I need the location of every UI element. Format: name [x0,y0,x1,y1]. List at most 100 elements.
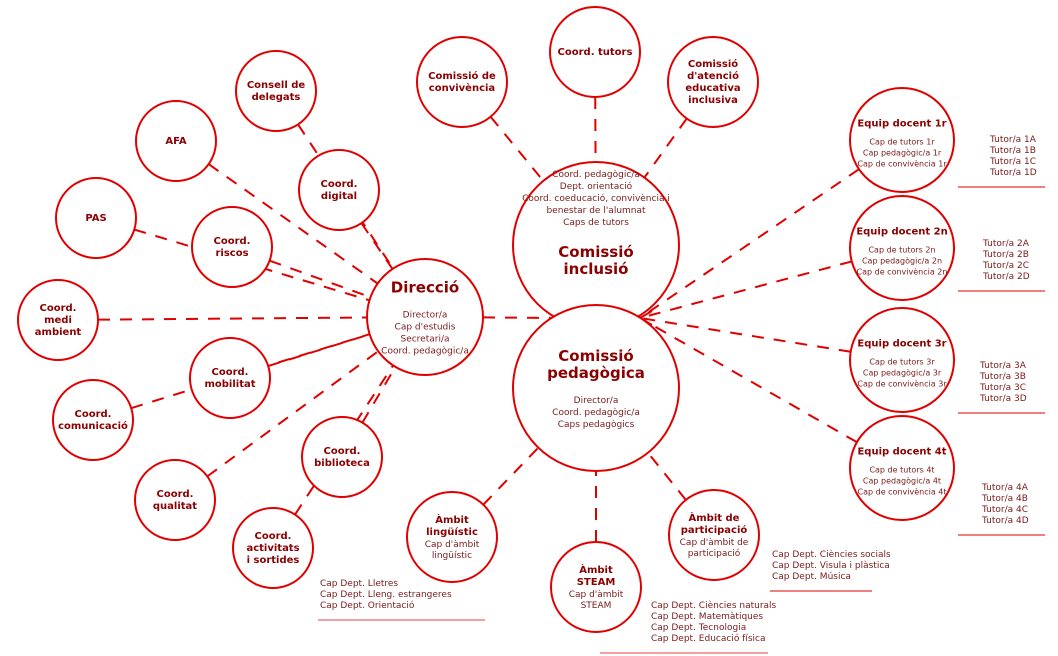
node-circle [298,149,380,231]
node-subtitle: Cap de tutors 3r [869,358,935,367]
node-subtitle: lingüístic [432,551,472,561]
node-subtitle: Cap de convivència 3r [857,379,947,389]
node-qualitat[interactable]: Coord.qualitat [134,459,216,541]
node-circle [52,379,134,461]
node-subtitle: benestar de l'alumnat [546,206,646,216]
node-title: i sortides [247,555,300,566]
node-biblioteca[interactable]: Coord.biblioteca [301,416,383,498]
node-circle [849,415,955,521]
node-title: digital [321,191,357,202]
node-comunicacio[interactable]: Coord.comunicació [52,379,134,461]
node-title: lingüístic [426,526,478,538]
node-title: Comissió [558,243,633,261]
node-circle [55,177,137,259]
list-item: Cap Dept. Orientació [320,600,415,611]
node-title: participació [681,524,748,536]
node-title: Coord. [324,446,361,457]
node-title: educativa [685,83,740,94]
node-subtitle: Cap de tutors 1r [869,138,935,147]
node-mobilitat[interactable]: Coord.mobilitat [189,337,271,419]
node-title: medi [44,315,72,326]
node-subtitle: Director/a [574,396,619,406]
node-subtitle: Director/a [403,311,448,321]
node-circle [191,206,273,288]
list-item: Cap Dept. Ciències socials [772,549,891,560]
list-item: Tutor/a 3D [979,394,1027,404]
node-subtitle: Coord. pedagògic/a [381,346,469,357]
node-pas[interactable]: PAS [55,177,137,259]
node-afa[interactable]: AFA [135,100,217,182]
node-digital[interactable]: Coord.digital [298,149,380,231]
node-title: activitats [246,543,299,554]
node-title: AFA [165,136,186,147]
node-riscos[interactable]: Coord.riscos [191,206,273,288]
node-circle [301,416,383,498]
node-title: ambient [35,327,82,338]
list-item: Tutor/a 1A [989,135,1037,145]
node-title: Comissió de [428,70,496,82]
node-subtitle: Secretari/a [400,335,449,345]
node-subtitle: Cap pedagògic/a 4t [863,476,941,486]
node-circle [135,100,217,182]
node-title: Àmbit [579,563,613,576]
node-tutors[interactable]: Coord. tutors [549,6,641,98]
node-title: pedagògica [547,364,645,382]
node-circle [668,489,760,581]
node-circle [235,50,317,132]
node-circle [849,195,955,301]
connector-linguistic-pedagogica [482,446,540,506]
node-circle [550,541,642,633]
connector-riscos-direccio [269,259,371,299]
list-item: Tutor/a 2B [982,250,1029,260]
list-item: Cap Dept. Matemàtiques [651,612,763,622]
node-subtitle: Caps pedagògics [558,419,635,430]
node-subtitle: participació [688,548,741,559]
node-subtitle: Cap de convivència 2n [857,267,948,277]
node-title: Coord. [214,236,251,247]
list-item: Cap Dept. Visula i plàstica [772,561,890,571]
connector-digital-direccio [360,222,394,270]
node-circle [189,337,271,419]
node-subtitle: Cap d'àmbit [569,590,624,600]
node-circle [366,258,484,376]
node-title: Coord. [157,489,194,500]
node-title: d'atenció [687,70,739,82]
node-subtitle: Cap pedagògic/a 3r [863,368,942,378]
node-circle [17,279,99,361]
node-title: Equip docent 4t [857,447,946,458]
node-subtitle: Cap pedagògic/a 1r [863,148,942,158]
list-item: Cap Dept. Ciències naturals [651,600,777,611]
node-circle [232,507,314,589]
list-item: Tutor/a 3A [979,361,1027,371]
list-item: Tutor/a 4D [981,516,1029,526]
node-title: Àmbit de [689,511,740,524]
node-title: Coord. [255,531,292,542]
list-item: Tutor/a 2A [982,239,1030,249]
list-item: Cap Dept. Tecnologia [651,623,746,633]
node-title: STEAM [577,577,616,588]
list-item: Tutor/a 2D [982,272,1030,282]
node-title: mobilitat [204,379,255,390]
list-item: Tutor/a 2C [982,261,1029,271]
list-item: Cap Dept. Lletres [320,579,398,589]
node-circle [667,36,759,128]
node-subtitle: STEAM [581,601,612,611]
node-title: Coord. [321,179,358,190]
